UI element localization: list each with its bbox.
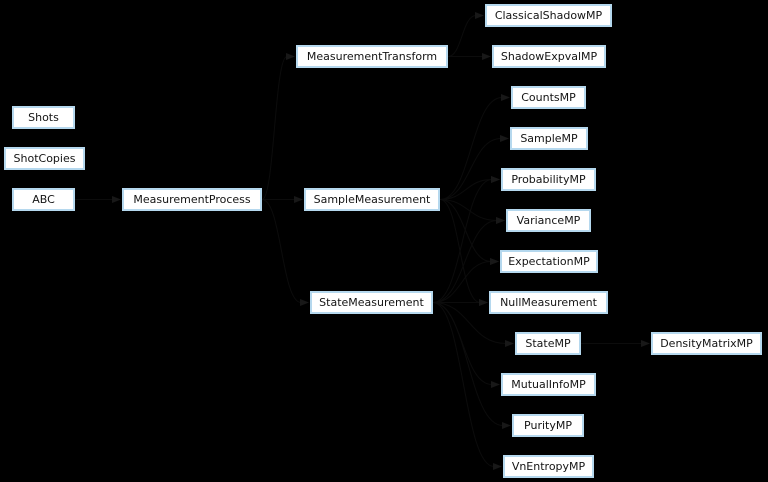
inheritance-edge xyxy=(432,179,493,303)
class-node-label: MeasurementProcess xyxy=(133,193,251,206)
class-node-sample-mp[interactable]: SampleMP xyxy=(510,127,588,150)
class-node-variance-mp[interactable]: VarianceMP xyxy=(506,209,591,232)
class-node-shadow-expval-mp[interactable]: ShadowExpvalMP xyxy=(492,45,606,68)
class-node-mutual-info-mp[interactable]: MutualInfoMP xyxy=(501,373,596,396)
class-node-shots[interactable]: Shots xyxy=(12,106,75,129)
edge-arrowhead-icon xyxy=(491,381,500,388)
class-node-sample-measurement[interactable]: SampleMeasurement xyxy=(304,188,440,211)
class-node-expectation-mp[interactable]: ExpectationMP xyxy=(500,250,598,273)
edge-arrowhead-icon xyxy=(493,463,502,470)
class-node-label: StateMP xyxy=(525,337,571,350)
inheritance-edge xyxy=(439,97,503,200)
class-node-label: ShotCopies xyxy=(13,152,76,165)
class-node-label: SampleMeasurement xyxy=(313,193,431,206)
class-node-label: SampleMP xyxy=(520,132,578,145)
class-node-label: PurityMP xyxy=(524,419,572,432)
edge-arrowhead-icon xyxy=(475,12,484,19)
class-node-label: ClassicalShadowMP xyxy=(494,9,603,22)
class-node-purity-mp[interactable]: PurityMP xyxy=(512,414,584,437)
class-node-shot-copies[interactable]: ShotCopies xyxy=(4,147,85,170)
edge-arrowhead-icon xyxy=(286,53,295,60)
class-node-probability-mp[interactable]: ProbabilityMP xyxy=(501,168,596,191)
class-node-label: ProbabilityMP xyxy=(511,173,586,186)
inheritance-edge xyxy=(432,302,507,344)
edge-arrowhead-icon xyxy=(300,299,309,306)
class-node-label: VnEntropyMP xyxy=(511,460,586,473)
class-node-label: StateMeasurement xyxy=(319,296,424,309)
edge-arrowhead-icon xyxy=(501,94,510,101)
inheritance-edge xyxy=(439,199,498,221)
inheritance-edge xyxy=(432,302,493,385)
edge-arrowhead-icon xyxy=(496,217,505,224)
class-node-label: VarianceMP xyxy=(516,214,581,227)
class-node-label: ABC xyxy=(32,193,55,206)
edge-arrowhead-icon xyxy=(505,340,514,347)
class-node-state-measurement[interactable]: StateMeasurement xyxy=(310,291,433,314)
inheritance-edge xyxy=(261,199,302,303)
class-node-label: ExpectationMP xyxy=(508,255,590,268)
class-node-classical-shadow-mp[interactable]: ClassicalShadowMP xyxy=(485,4,612,27)
edge-arrowhead-icon xyxy=(641,340,650,347)
edge-arrowhead-icon xyxy=(500,135,509,142)
edge-arrowhead-icon xyxy=(482,53,491,60)
class-node-state-mp[interactable]: StateMP xyxy=(515,332,581,355)
class-node-label: MutualInfoMP xyxy=(511,378,586,391)
edge-arrowhead-icon xyxy=(490,258,499,265)
inheritance-edge xyxy=(439,138,502,200)
class-node-measurement-transform[interactable]: MeasurementTransform xyxy=(296,45,448,68)
class-node-label: Shots xyxy=(28,111,59,124)
class-node-null-measurement[interactable]: NullMeasurement xyxy=(489,291,608,314)
class-node-label: MeasurementTransform xyxy=(306,50,438,63)
inheritance-edge xyxy=(432,261,492,303)
class-node-label: CountsMP xyxy=(521,91,576,104)
class-node-label: ShadowExpvalMP xyxy=(500,50,598,63)
edge-arrowhead-icon xyxy=(112,196,121,203)
class-node-abc[interactable]: ABC xyxy=(12,188,75,211)
inheritance-edge xyxy=(439,179,493,200)
edge-arrowhead-icon xyxy=(479,299,488,306)
inheritance-edge xyxy=(432,302,495,467)
class-node-measurement-process[interactable]: MeasurementProcess xyxy=(122,188,262,211)
inheritance-edge xyxy=(261,56,288,200)
class-node-label: NullMeasurement xyxy=(500,296,597,309)
edge-arrowhead-icon xyxy=(502,422,511,429)
class-node-density-matrix-mp[interactable]: DensityMatrixMP xyxy=(651,332,762,355)
edge-arrowhead-icon xyxy=(491,176,500,183)
class-node-vn-entropy-mp[interactable]: VnEntropyMP xyxy=(503,455,594,478)
inheritance-edge xyxy=(432,302,504,426)
inheritance-edge xyxy=(432,220,498,303)
class-node-counts-mp[interactable]: CountsMP xyxy=(511,86,586,109)
inheritance-edge xyxy=(447,15,477,57)
class-node-label: DensityMatrixMP xyxy=(660,337,753,350)
edge-arrowhead-icon xyxy=(294,196,303,203)
